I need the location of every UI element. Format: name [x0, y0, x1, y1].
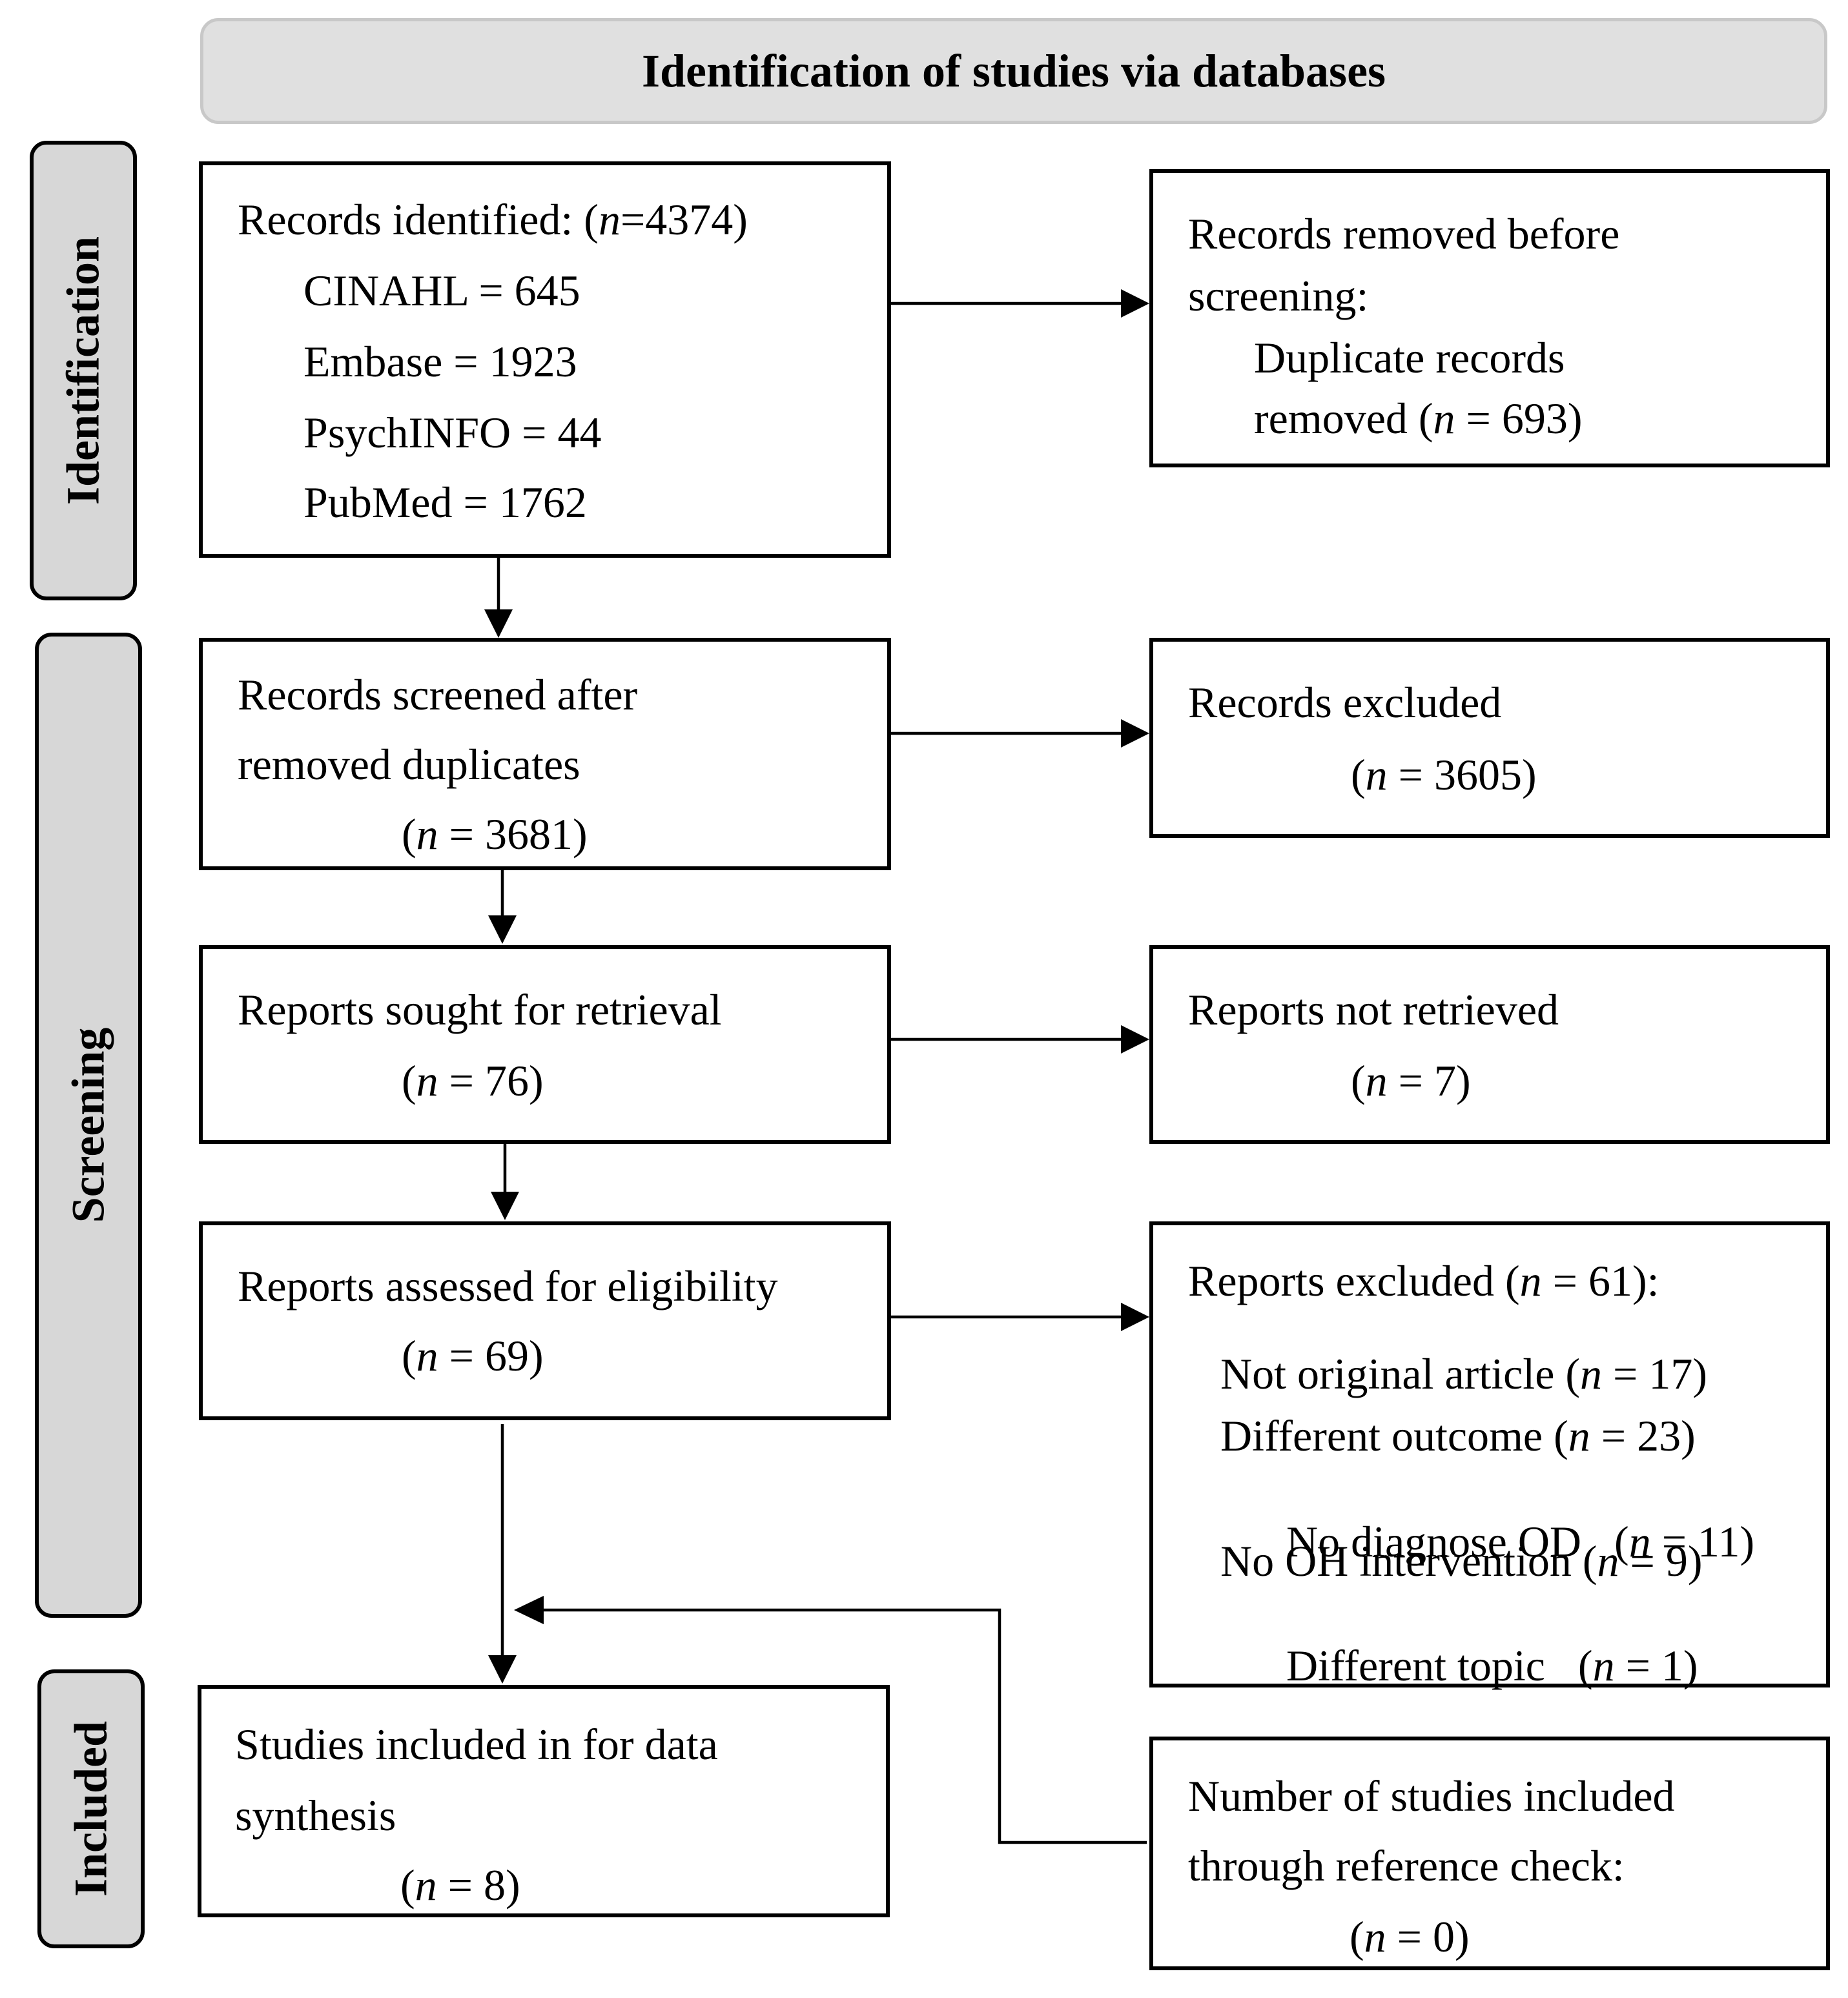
- records-removed-box: Records removed before screening: Duplic…: [1149, 169, 1830, 467]
- phase-screening: Screening: [35, 633, 142, 1618]
- arrowhead-records-excluded: [1121, 719, 1149, 748]
- reference-check-box: Number of studies included through refer…: [1149, 1737, 1830, 1970]
- reports-not-retrieved-count: (n = 7): [1351, 1056, 1471, 1105]
- reference-check-line1: Number of studies included: [1188, 1771, 1675, 1820]
- records-excluded-box: Records excluded (n = 3605): [1149, 638, 1830, 838]
- records-removed-line1: Records removed before: [1188, 209, 1620, 258]
- exclusion-reason-not-original: Not original article (n = 17): [1220, 1349, 1708, 1398]
- arrowhead-reports-excluded: [1121, 1303, 1149, 1331]
- database-count-psychinfo: PsychINFO = 44: [303, 408, 602, 457]
- reports-sought-box: Reports sought for retrieval (n = 76): [199, 945, 891, 1144]
- reference-check-line2: through reference check:: [1188, 1841, 1625, 1890]
- records-screened-line2: removed duplicates: [238, 740, 580, 789]
- records-screened-box: Records screened after removed duplicate…: [199, 638, 891, 870]
- database-count-embase: Embase = 1923: [303, 337, 577, 386]
- reports-excluded-title: Reports excluded (n = 61):: [1188, 1256, 1659, 1305]
- reports-not-retrieved-box: Reports not retrieved (n = 7): [1149, 945, 1830, 1144]
- exclusion-reason-no-oh-intervention: No OH intervention (n = 9): [1220, 1536, 1703, 1585]
- studies-included-count: (n = 8): [400, 1860, 520, 1910]
- studies-included-line1: Studies included in for data: [235, 1720, 718, 1769]
- arrowhead-assessed: [491, 1192, 519, 1220]
- reference-check-count: (n = 0): [1350, 1912, 1470, 1961]
- phase-identification: Identification: [30, 141, 137, 600]
- exclusion-reason-no-diagnose-od: No diagnose OD (n = 11): [1286, 1517, 1755, 1566]
- database-count-pubmed: PubMed = 1762: [303, 478, 587, 527]
- records-identified-box: Records identified: (n=4374) CINAHL = 64…: [199, 161, 891, 558]
- reports-assessed-count: (n = 69): [402, 1331, 544, 1380]
- records-removed-count: removed (n = 693): [1254, 394, 1583, 443]
- records-screened-count: (n = 3681): [402, 810, 588, 859]
- arrowhead-included: [488, 1655, 517, 1684]
- header-title: Identification of studies via databases: [641, 45, 1386, 97]
- phase-included: Included: [37, 1669, 145, 1948]
- exclusion-reason-different-outcome: Different outcome (n = 23): [1220, 1411, 1696, 1460]
- arrowhead-screened: [484, 609, 513, 638]
- records-identified-title: Records identified: (n=4374): [238, 195, 748, 244]
- studies-included-box: Studies included in for data synthesis (…: [198, 1685, 890, 1917]
- reports-not-retrieved-line1: Reports not retrieved: [1188, 985, 1559, 1034]
- records-excluded-line1: Records excluded: [1188, 678, 1502, 727]
- records-screened-line1: Records screened after: [238, 670, 638, 719]
- reports-assessed-box: Reports assessed for eligibility (n = 69…: [199, 1221, 891, 1420]
- arrowhead-removed: [1121, 289, 1149, 318]
- database-count-cinahl: CINAHL = 645: [303, 266, 580, 315]
- exclusion-reason-different-topic: Different topic (n = 1): [1286, 1641, 1698, 1690]
- records-removed-line2: screening:: [1188, 271, 1369, 320]
- arrow-reference-check-to-included: [529, 1608, 1147, 1844]
- diagram-header: Identification of studies via databases: [200, 18, 1827, 124]
- reports-assessed-line1: Reports assessed for eligibility: [238, 1261, 778, 1310]
- reports-excluded-box: Reports excluded (n = 61): Not original …: [1149, 1221, 1830, 1687]
- arrowhead-sought: [488, 915, 517, 944]
- records-removed-line3: Duplicate records: [1254, 333, 1565, 382]
- records-excluded-count: (n = 3605): [1351, 750, 1537, 799]
- arrowhead-not-retrieved: [1121, 1025, 1149, 1054]
- reports-sought-count: (n = 76): [402, 1056, 544, 1105]
- studies-included-line2: synthesis: [235, 1791, 396, 1840]
- arrowhead-reference-merge: [514, 1596, 544, 1624]
- reports-sought-line1: Reports sought for retrieval: [238, 985, 722, 1034]
